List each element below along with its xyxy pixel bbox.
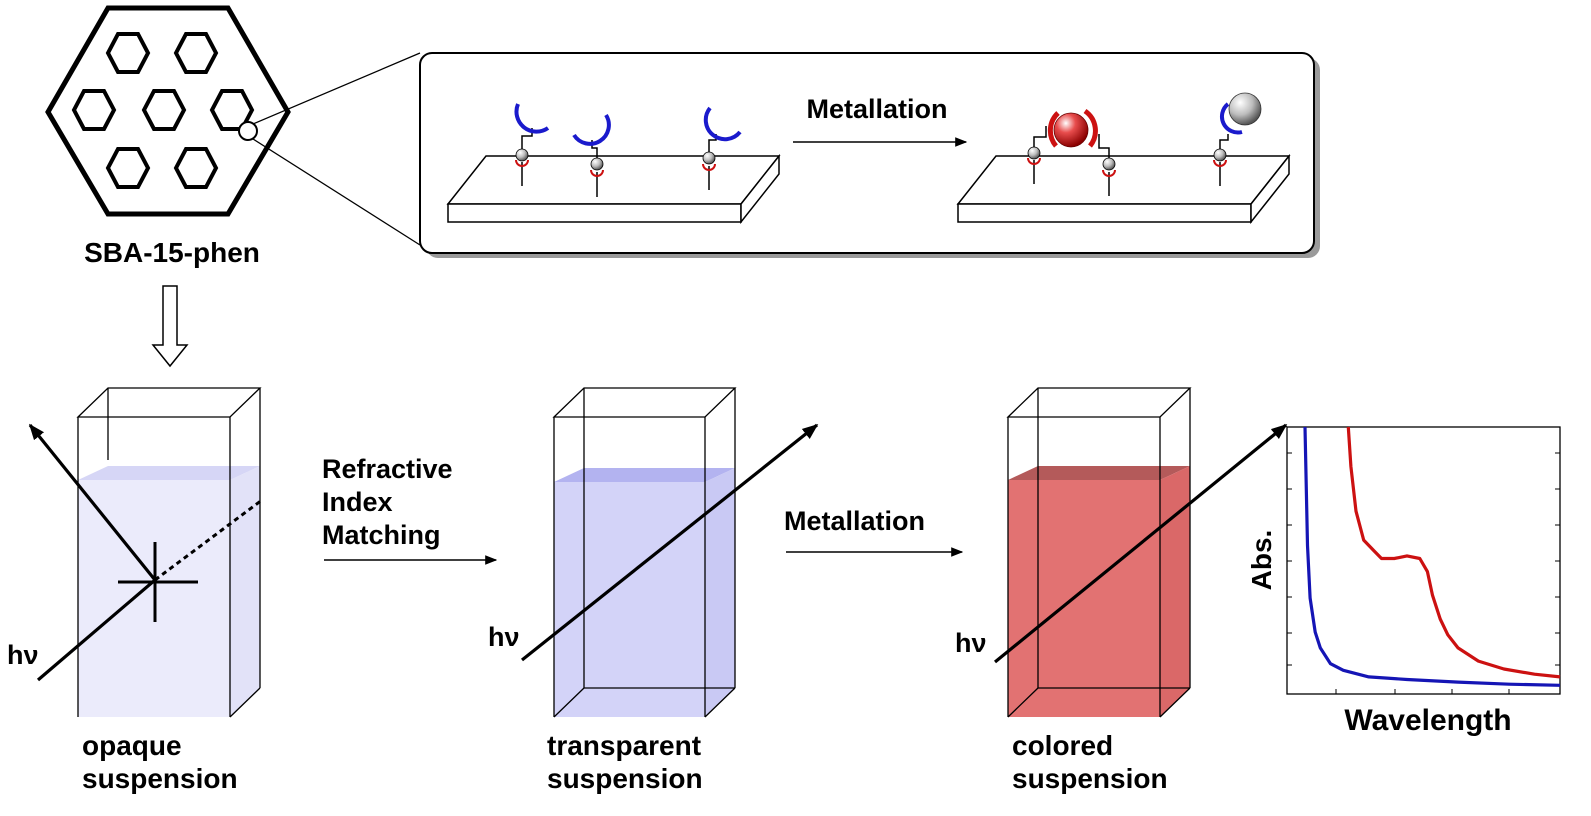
ligand-sites-before (514, 103, 742, 197)
gray-metal-ion (1228, 92, 1262, 126)
chart-ticks (1287, 452, 1560, 694)
silica-slab-after (956, 153, 1291, 225)
cuvette-transparent (521, 387, 819, 718)
chart-frame (1286, 426, 1561, 695)
red-ligand-left (1047, 111, 1060, 148)
cuvette-opaque (28, 387, 263, 718)
cell2-label-line1: transparent (547, 730, 701, 761)
silica-slab-before (446, 153, 781, 225)
cell1-label-line1: opaque (82, 730, 182, 761)
red-metal-ion (1053, 112, 1089, 148)
cell1-label-line2: suspension (82, 763, 238, 794)
chart-series-group (1303, 426, 1561, 687)
hv-label-2: hν (488, 622, 520, 652)
cell3-label-line1: colored (1012, 730, 1113, 761)
cell3-label-line2: suspension (1012, 763, 1168, 794)
chart-xlabel: Wavelength (1344, 704, 1511, 737)
hv-label-1: hν (7, 640, 39, 670)
metal-sites-after (1027, 92, 1262, 196)
chart-ylabel: Abs. (1246, 530, 1277, 591)
down-arrow (151, 285, 189, 368)
sba15-hexagon (45, 5, 291, 217)
material-label: SBA-15-phen (84, 237, 260, 268)
step1-label-line3: Matching (322, 520, 441, 550)
step2-label: Metallation (784, 506, 925, 536)
panel-arrow-label: Metallation (806, 94, 947, 124)
red-ligand-right (1083, 108, 1098, 148)
step1-label-line2: Index (322, 487, 393, 517)
zoom-panel: Metallation (419, 52, 1320, 258)
zoom-circle (238, 121, 258, 141)
chart-series-line-1 (1303, 426, 1561, 687)
step1-label-line1: Refractive (322, 454, 453, 484)
pore-hexagons (71, 32, 255, 189)
cell2-label-line2: suspension (547, 763, 703, 794)
chart-series-line-2 (1346, 426, 1561, 679)
hv-label-3: hν (955, 628, 987, 658)
cuvette-colored (993, 387, 1288, 718)
absorbance-chart: Wavelength Abs. (1246, 426, 1561, 737)
